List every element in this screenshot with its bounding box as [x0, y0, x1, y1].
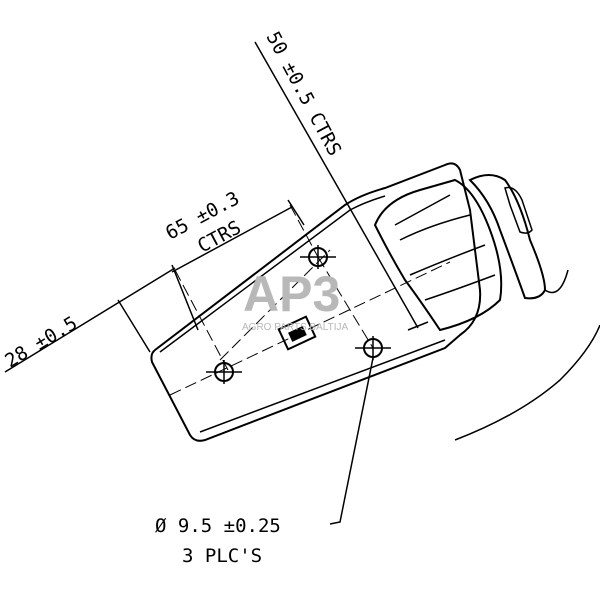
dim-50-line [254, 41, 429, 331]
watermark: AP3 AGRO PARTS BALTIJA [242, 266, 348, 333]
dim-65-line [171, 199, 305, 273]
bolt-cap [504, 186, 533, 234]
watermark-logo: AP3 [243, 266, 340, 322]
body-curve [454, 324, 600, 441]
body-curve-2 [544, 269, 569, 294]
plate-outline [150, 162, 482, 442]
dim-28-label: 28 ±0.5 [1, 312, 81, 372]
dim-28-line [4, 264, 199, 373]
centerlines [169, 204, 451, 396]
nut-body [373, 178, 503, 332]
dim-50-label: 50 ±0.5 CTRS [262, 28, 346, 160]
nut-inner [394, 194, 496, 301]
hole-count: 3 PLC'S [182, 545, 262, 567]
hole-leader [329, 357, 374, 525]
slot [277, 315, 317, 351]
hole-callout: Ø 9.5 ±0.25 [155, 515, 281, 537]
watermark-text: AGRO PARTS BALTIJA [242, 322, 348, 333]
